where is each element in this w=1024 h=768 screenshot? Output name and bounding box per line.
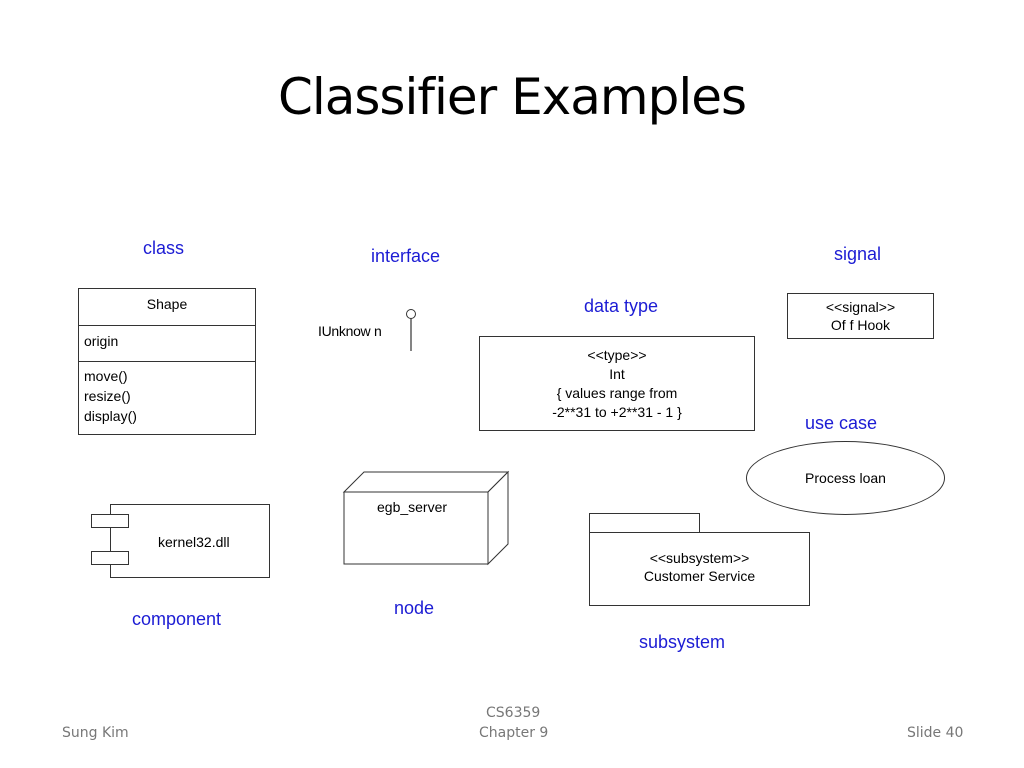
class-operation: resize(): [84, 388, 131, 404]
subsystem-name: Customer Service: [643, 568, 756, 584]
use-case-label: use case: [805, 413, 878, 433]
component-tab-icon: [91, 551, 129, 565]
footer-course: CS6359: [486, 705, 541, 721]
use-case-name: Process loan: [805, 470, 886, 486]
footer-slide-number: Slide 40: [907, 725, 964, 741]
data-type-shape[interactable]: <<type>> Int { values range from -2**31 …: [479, 336, 755, 431]
interface-label: interface: [371, 246, 441, 266]
subsystem-stereotype: <<subsystem>>: [649, 550, 750, 566]
footer-author: Sung Kim: [62, 725, 129, 741]
use-case-shape[interactable]: Process loan: [746, 441, 945, 515]
signal-stereotype: <<signal>>: [825, 299, 896, 315]
node-name: egb_server: [377, 499, 448, 515]
component-label: component: [132, 609, 222, 629]
class-operations: move() resize() display(): [79, 362, 255, 430]
signal-shape[interactable]: <<signal>> Of f Hook: [787, 293, 934, 339]
subsystem-label: subsystem: [639, 632, 726, 652]
signal-name: Of f Hook: [830, 317, 891, 333]
class-attribute: origin: [84, 333, 119, 349]
component-name: kernel32.dll: [158, 534, 230, 550]
subsystem-shape[interactable]: <<subsystem>> Customer Service: [589, 532, 810, 606]
footer-chapter: Chapter 9: [479, 725, 549, 741]
class-operation: display(): [84, 408, 137, 424]
class-label: class: [143, 238, 185, 258]
class-shape[interactable]: Shape origin move() resize() display(): [78, 288, 256, 435]
class-attributes: origin: [79, 326, 255, 362]
node-label: node: [394, 598, 435, 618]
signal-label: signal: [834, 244, 882, 264]
data-type-label: data type: [584, 296, 659, 316]
component-shape[interactable]: [110, 504, 270, 578]
data-type-constraint: { values range from: [556, 385, 678, 401]
subsystem-tab: [589, 513, 700, 533]
data-type-name: Int: [609, 366, 625, 382]
component-tab-icon: [91, 514, 129, 528]
data-type-stereotype: <<type>>: [587, 347, 647, 363]
slide-title: Classifier Examples: [277, 68, 747, 126]
class-operation: move(): [84, 368, 128, 384]
node-shape[interactable]: [340, 468, 512, 568]
class-name: Shape: [79, 289, 255, 326]
interface-name: IUnknow n: [318, 323, 382, 339]
data-type-constraint: -2**31 to +2**31 - 1 }: [552, 404, 682, 420]
interface-lollipop-icon[interactable]: [400, 305, 422, 355]
